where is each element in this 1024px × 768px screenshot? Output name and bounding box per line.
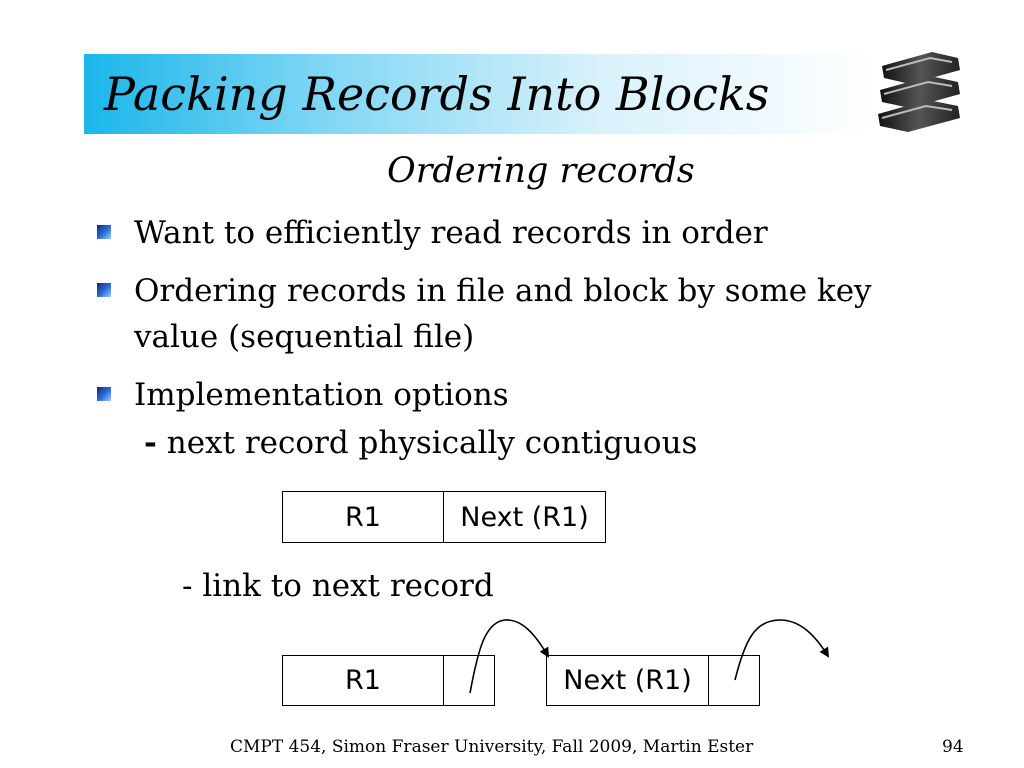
option-linked: - link to next record <box>182 568 494 604</box>
pointer-cell <box>443 655 495 706</box>
next-record-cell: Next (R1) <box>546 655 709 706</box>
square-bullet-icon <box>97 283 111 297</box>
title-bar <box>84 54 874 134</box>
database-stack-icon <box>878 52 960 132</box>
record-cell: R1 <box>282 491 444 543</box>
dash-marker: - <box>144 425 157 461</box>
option-text: next record physically contiguous <box>156 425 698 461</box>
bullet-item: Want to efficiently read records in orde… <box>97 212 768 254</box>
record-cell: R1 <box>282 655 444 706</box>
bullet-item: Implementation options <box>97 374 509 416</box>
bullet-item: Ordering records in file and block by so… <box>97 270 872 312</box>
next-record-cell: Next (R1) <box>443 491 606 543</box>
option-contiguous: - next record physically contiguous <box>144 422 697 464</box>
slide-subtitle: Ordering records <box>387 151 695 191</box>
bullet-text: Ordering records in file and block by so… <box>134 273 872 309</box>
square-bullet-icon <box>97 225 111 239</box>
bullet-text: Want to efficiently read records in orde… <box>134 215 768 251</box>
pointer-cell <box>708 655 760 706</box>
bullet-text: Implementation options <box>134 377 509 413</box>
slide-title: Packing Records Into Blocks <box>104 67 770 121</box>
bullet-text-continued: value (sequential file) <box>134 319 475 355</box>
footer-credit: CMPT 454, Simon Fraser University, Fall … <box>230 737 754 757</box>
square-bullet-icon <box>97 387 111 401</box>
page-number: 94 <box>942 737 964 757</box>
